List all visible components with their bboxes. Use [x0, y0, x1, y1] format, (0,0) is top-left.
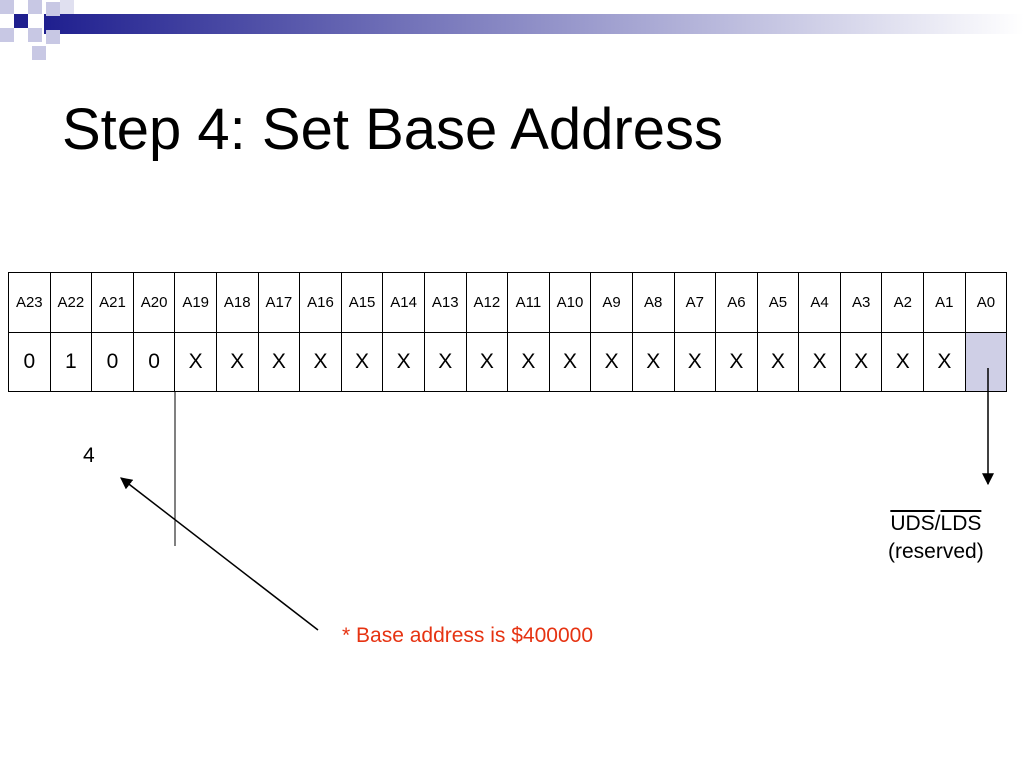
- address-bit-header-a7: A7: [673, 272, 717, 333]
- address-bit-value-a13: X: [423, 332, 467, 392]
- banner-square: [0, 28, 14, 42]
- address-bit-value-a23: 0: [8, 332, 51, 392]
- address-bit-header-a10: A10: [548, 272, 592, 333]
- address-bit-header-a4: A4: [798, 272, 841, 333]
- address-bit-value-a16: X: [299, 332, 342, 392]
- address-bit-header-a22: A22: [49, 272, 93, 333]
- address-bit-header-a0: A0: [964, 272, 1008, 333]
- address-bit-value-a4: X: [798, 332, 841, 392]
- banner-square: [46, 30, 60, 44]
- address-bit-value-a14: X: [382, 332, 425, 392]
- banner-square: [28, 0, 42, 14]
- address-bit-value-a0: [964, 332, 1008, 392]
- address-bit-header-a15: A15: [340, 272, 384, 333]
- banner-gradient-bar: [44, 14, 1024, 34]
- address-bit-value-a11: X: [507, 332, 550, 392]
- address-bit-header-a3: A3: [839, 272, 883, 333]
- note-arrow: [120, 477, 319, 631]
- base-address-note: * Base address is $400000: [342, 624, 594, 647]
- reserved-text: (reserved): [888, 540, 984, 563]
- slash-text: /: [934, 512, 941, 535]
- address-bit-header-a6: A6: [715, 272, 758, 333]
- banner-square: [46, 2, 60, 16]
- address-bit-header-a20: A20: [132, 272, 176, 333]
- address-bit-value-a6: X: [715, 332, 758, 392]
- uds-text: UDS: [890, 512, 935, 535]
- address-bit-value-a1: X: [923, 332, 966, 392]
- banner-square: [60, 0, 74, 14]
- address-bit-value-a22: 1: [49, 332, 93, 392]
- address-bit-value-a19: X: [174, 332, 217, 392]
- address-bit-value-a21: 0: [91, 332, 134, 392]
- banner-square: [32, 46, 46, 60]
- lds-text: LDS: [940, 512, 982, 535]
- address-bit-header-a16: A16: [299, 272, 342, 333]
- address-bit-value-a8: X: [631, 332, 675, 392]
- title-banner: [0, 0, 1024, 60]
- address-bit-value-a9: X: [590, 332, 633, 392]
- address-bit-header-a17: A17: [257, 272, 301, 333]
- banner-square: [28, 28, 42, 42]
- address-bit-value-a12: X: [465, 332, 509, 392]
- address-bit-header-a19: A19: [174, 272, 217, 333]
- hex-digit-label: 4: [83, 444, 95, 467]
- address-bit-header-a5: A5: [756, 272, 800, 333]
- address-bit-value-a3: X: [839, 332, 883, 392]
- address-bit-header-a2: A2: [881, 272, 925, 333]
- uds-lds-label: UDS/LDS (reserved): [888, 510, 984, 566]
- address-bit-header-a1: A1: [923, 272, 966, 333]
- address-bit-header-a14: A14: [382, 272, 425, 333]
- address-bit-header-a23: A23: [8, 272, 51, 333]
- address-bit-value-a2: X: [881, 332, 925, 392]
- address-bit-header-a21: A21: [91, 272, 134, 333]
- address-bit-header-a12: A12: [465, 272, 509, 333]
- banner-square: [14, 14, 28, 28]
- address-bit-value-a18: X: [215, 332, 259, 392]
- address-bit-header-a18: A18: [215, 272, 259, 333]
- address-bit-header-a9: A9: [590, 272, 633, 333]
- uds-lds-line: UDS/LDS: [888, 510, 984, 538]
- address-bit-value-a7: X: [673, 332, 717, 392]
- banner-square: [0, 0, 14, 14]
- address-bit-header-a13: A13: [423, 272, 467, 333]
- address-bit-header-a8: A8: [631, 272, 675, 333]
- address-bit-value-a10: X: [548, 332, 592, 392]
- slide-title: Step 4: Set Base Address: [62, 97, 723, 162]
- address-bit-header-a11: A11: [507, 272, 550, 333]
- address-bit-value-a17: X: [257, 332, 301, 392]
- address-bit-value-a5: X: [756, 332, 800, 392]
- address-bit-value-a20: 0: [132, 332, 176, 392]
- address-bit-value-a15: X: [340, 332, 384, 392]
